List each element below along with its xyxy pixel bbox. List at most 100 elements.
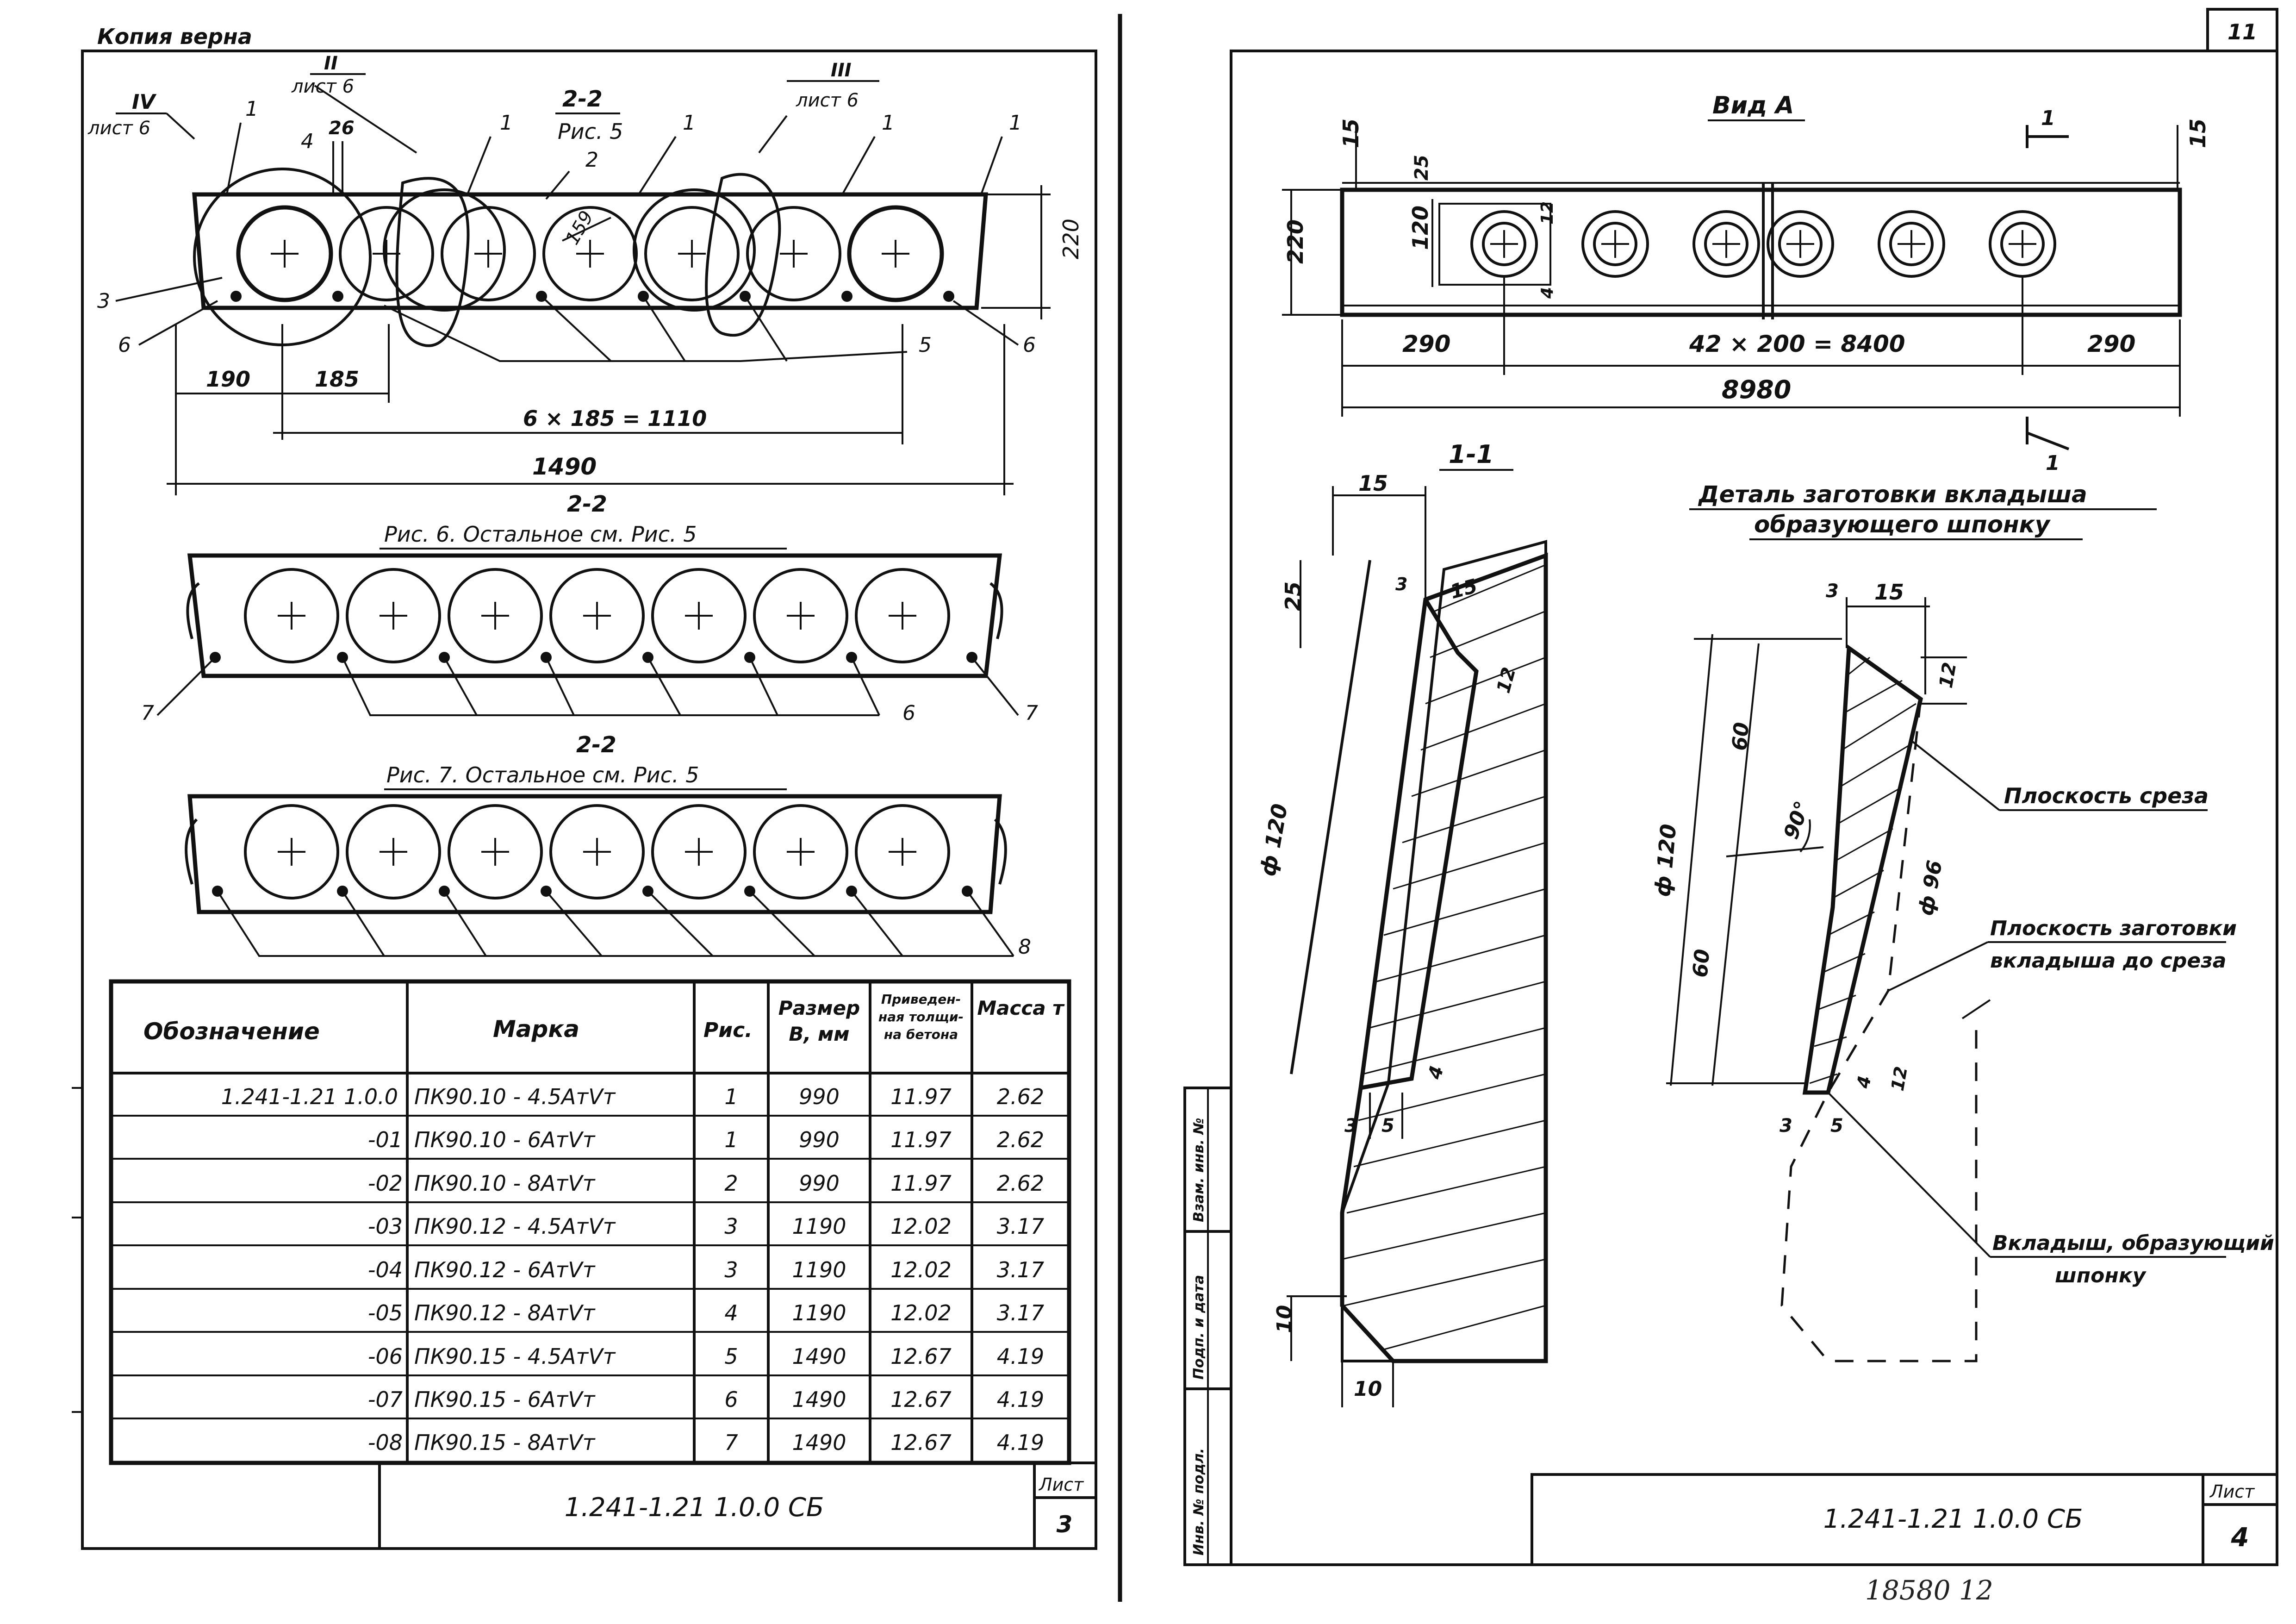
detail-d3b: 3 xyxy=(1780,1115,1792,1137)
detail-d12b: 12 xyxy=(1887,1065,1912,1093)
table-body: 1.241-1.21 1.0.0 ПК90.10 - 4.5АтⅤт 1 990… xyxy=(221,1084,1045,1455)
fig7-section: 2-2 xyxy=(576,732,616,758)
detail-phi120: ф 120 xyxy=(1650,823,1681,898)
right-frame xyxy=(1230,50,2278,1566)
svg-text:1: 1 xyxy=(1009,111,1022,135)
table-row-7-designation: -07 xyxy=(368,1387,403,1412)
section-11-d15: 15 xyxy=(1358,471,1388,496)
callout-n5: 5 xyxy=(919,333,932,357)
callout-list6-b: лист 6 xyxy=(291,76,354,97)
view-a: Вид А 15 15 25 120 1 xyxy=(1282,92,2210,475)
fig6-callout-6: 6 xyxy=(902,701,915,725)
fig6-voids xyxy=(244,568,950,663)
section-11-concrete xyxy=(1340,552,1548,1363)
right-sheet: 11 Вид А 15 15 25 xyxy=(1183,8,2278,1606)
svg-text:990: 990 xyxy=(799,1084,840,1109)
fig7-voids xyxy=(244,804,950,899)
insert-hatching xyxy=(1809,656,1916,1084)
label-insert-1: Вкладыш, образующий xyxy=(1992,1231,2274,1255)
view-a-title: Вид А xyxy=(1712,92,1794,119)
th-thickness: Приведен-ная толщи-на бетона xyxy=(878,992,964,1042)
view-a-d15-left: 15 xyxy=(1338,119,1363,148)
section-11-d3: 3 xyxy=(1395,574,1407,594)
svg-text:4.19: 4.19 xyxy=(997,1387,1044,1412)
detail-d4: 4 xyxy=(1853,1074,1875,1090)
svg-text:3: 3 xyxy=(724,1214,738,1239)
svg-text:2: 2 xyxy=(724,1171,738,1196)
fig6-callout-7-left: 7 xyxy=(141,701,154,725)
svg-text:1: 1 xyxy=(882,111,895,135)
section-11-hatching xyxy=(1342,564,1546,1350)
side-stamps: Взам. инв. № Подп. и дата Инв. № подл. xyxy=(1183,1087,1232,1566)
callout-n1: 1 xyxy=(245,97,258,121)
dim-190: 190 xyxy=(206,367,250,392)
fig6-caption: Рис. 6. Остальное см. Рис. 5 xyxy=(384,522,697,547)
svg-text:1190: 1190 xyxy=(792,1214,846,1239)
view-a-d120: 120 xyxy=(1408,206,1433,250)
insert-detail: Деталь заготовки вкладыша образующего шп… xyxy=(1650,481,2274,1362)
table-row-1-designation: -01 xyxy=(368,1127,403,1152)
right-sheet-number: 4 xyxy=(2231,1523,2249,1553)
svg-text:1: 1 xyxy=(500,111,513,135)
svg-text:ПК90.12 - 4.5АтⅤт: ПК90.12 - 4.5АтⅤт xyxy=(414,1214,616,1239)
svg-text:ПК90.12 - 6АтⅤт: ПК90.12 - 6АтⅤт xyxy=(414,1257,596,1282)
svg-text:2.62: 2.62 xyxy=(997,1084,1044,1109)
right-corner-number: 11 xyxy=(2228,19,2257,44)
table-row-2-designation: -02 xyxy=(368,1171,403,1196)
left-sheet-number: 3 xyxy=(1057,1511,1073,1538)
callout-list6-a: лист 6 xyxy=(87,118,150,139)
view-a-d42x200: 42 × 200 = 8400 xyxy=(1689,331,1905,357)
right-doc-code: 1.241-1.21 1.0.0 СБ xyxy=(1823,1504,2083,1534)
svg-text:ПК90.10 - 8АтⅤт: ПК90.10 - 8АтⅤт xyxy=(414,1171,596,1196)
svg-text:7: 7 xyxy=(724,1430,738,1455)
svg-text:ПК90.12 - 8АтⅤт: ПК90.12 - 8АтⅤт xyxy=(414,1300,596,1325)
dim-d220-left: 220 xyxy=(1058,219,1083,259)
th-fig: Рис. xyxy=(703,1018,753,1042)
dim-1490: 1490 xyxy=(532,453,597,480)
section-11-d10b: 10 xyxy=(1354,1377,1382,1401)
view-a-d290-right: 290 xyxy=(2087,331,2135,357)
stamp-replace-inv: Взам. инв. № xyxy=(1191,1118,1207,1222)
label-blank-plane-1: Плоскость заготовки xyxy=(1990,917,2237,940)
callout-ii: II xyxy=(324,53,338,74)
table-row-3-designation: -03 xyxy=(368,1214,403,1239)
callout-sec-22: 2-2 xyxy=(562,86,603,112)
table-row-6-designation: -06 xyxy=(368,1344,403,1369)
svg-text:1490: 1490 xyxy=(792,1430,846,1455)
table-row-4-designation: -04 xyxy=(368,1257,403,1282)
svg-text:12.02: 12.02 xyxy=(890,1257,952,1282)
callout-n6-left: 6 xyxy=(118,333,131,357)
top-section-callouts: IV лист 6 II лист 6 2-2 Рис. 5 2 III лис… xyxy=(87,53,1022,200)
callout-ris5: Рис. 5 xyxy=(558,119,623,144)
table-row-5-designation: -05 xyxy=(368,1300,403,1325)
left-sheet-label: Лист xyxy=(1038,1474,1084,1495)
view-a-cut-top: 1 xyxy=(2041,106,2055,130)
section-11-title: 1-1 xyxy=(1449,440,1494,469)
detail-d60-upper: 60 xyxy=(1728,721,1754,751)
svg-text:4.19: 4.19 xyxy=(997,1344,1044,1369)
label-insert-2: шпонку xyxy=(2055,1264,2147,1287)
left-title-block: Лист 3 1.241-1.21 1.0.0 СБ xyxy=(378,1462,1097,1550)
svg-text:1: 1 xyxy=(724,1084,738,1109)
insert-blank-outline xyxy=(1780,699,1978,1362)
view-a-d220: 220 xyxy=(1283,219,1308,264)
svg-text:12.67: 12.67 xyxy=(890,1344,952,1369)
detail-title-2: образующего шпонку xyxy=(1754,511,2051,538)
svg-text:ПК90.15 - 4.5АтⅤт: ПК90.15 - 4.5АтⅤт xyxy=(414,1344,616,1369)
th-size: Размер В, мм xyxy=(778,997,860,1045)
callout-iii: III xyxy=(831,60,852,81)
copy-stamp: Копия верна xyxy=(97,24,252,49)
dim-185: 185 xyxy=(315,367,359,392)
svg-text:1490: 1490 xyxy=(792,1344,846,1369)
spec-table: Обозначение Марка Рис. Размер В, мм Прив… xyxy=(109,979,1071,1465)
slab-voids-top xyxy=(236,205,944,302)
section-1-1: 1-1 15 3 15 25 xyxy=(1255,440,1548,1407)
label-cut-plane: Плоскость среза xyxy=(2004,783,2209,808)
footer-handwritten: 18580 12 xyxy=(1865,1574,1993,1606)
detail-phi96: ф 96 xyxy=(1914,858,1947,917)
detail-d3: 3 xyxy=(1826,581,1839,602)
svg-text:ПК90.10 - 4.5АтⅤт: ПК90.10 - 4.5АтⅤт xyxy=(414,1084,616,1109)
section-11-d5: 5 xyxy=(1381,1115,1394,1137)
svg-text:990: 990 xyxy=(799,1171,840,1196)
svg-text:12.67: 12.67 xyxy=(890,1387,952,1412)
